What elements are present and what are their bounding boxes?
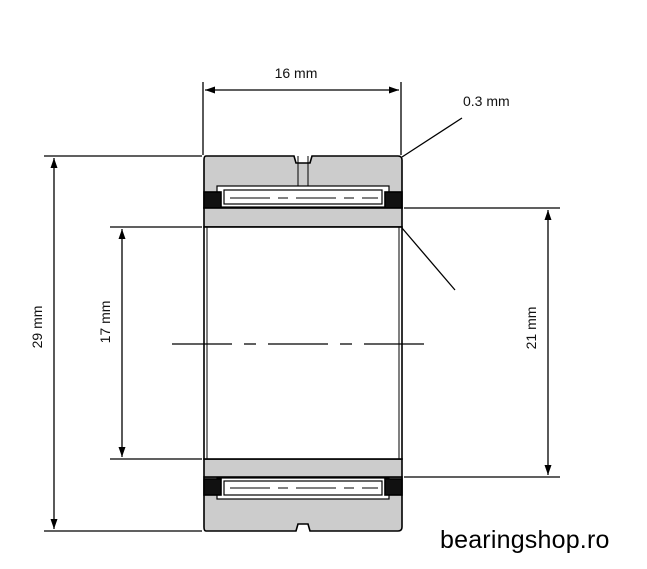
seal-top-right <box>384 191 403 209</box>
watermark: bearingshop.ro <box>440 526 610 554</box>
center-lines <box>172 197 432 489</box>
seal-bottom-right <box>384 478 403 496</box>
seal-top-left <box>203 191 222 209</box>
raceway-label: 21 mm <box>523 307 539 350</box>
bore <box>203 226 403 460</box>
inner-ring-bottom <box>203 458 403 478</box>
width-label: 16 mm <box>275 65 318 81</box>
needle-roller-top <box>223 189 383 205</box>
seal-bottom-left <box>203 478 222 496</box>
outer-diameter-label: 29 mm <box>29 306 45 349</box>
inner-ring-top <box>203 207 403 228</box>
dimension-lines <box>44 82 560 532</box>
chamfer-label: 0.3 mm <box>463 93 510 109</box>
bore-label: 17 mm <box>97 301 113 344</box>
